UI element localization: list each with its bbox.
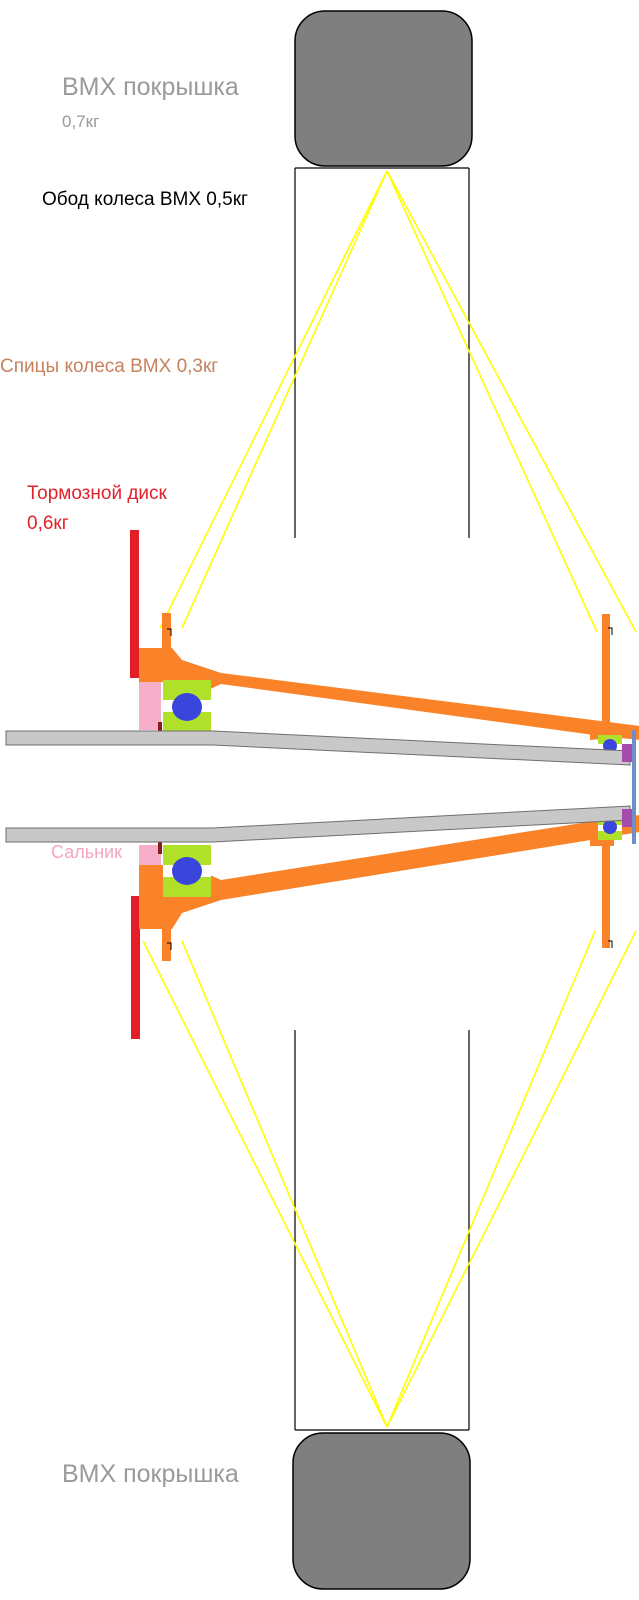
end-cap-bottom bbox=[622, 809, 632, 827]
bearing-ball bbox=[172, 857, 202, 885]
label-brake-disc-weight: 0,6кг bbox=[27, 513, 69, 534]
end-plate bbox=[632, 730, 636, 844]
tire-top bbox=[294, 10, 473, 167]
bearing-left-bottom bbox=[163, 845, 211, 897]
seal-top bbox=[139, 680, 161, 730]
label-rim: Обод колеса BMX 0,5кг bbox=[42, 189, 248, 210]
bearing-left-top bbox=[163, 680, 211, 732]
brake-disc-top bbox=[130, 530, 139, 678]
rim-top bbox=[294, 167, 470, 538]
axle-top bbox=[5, 730, 631, 766]
tire-bottom bbox=[292, 1432, 471, 1590]
label-seal: Сальник bbox=[51, 842, 122, 862]
bearing-ball bbox=[172, 693, 202, 721]
end-cap-top bbox=[622, 744, 632, 762]
hub-top bbox=[139, 613, 639, 740]
flange-marks bbox=[167, 627, 613, 950]
label-spokes: Спицы колеса BMX 0,3кг bbox=[0, 356, 219, 377]
brake-disc-bottom bbox=[131, 896, 140, 1039]
bearing-ball bbox=[603, 820, 617, 834]
spokes-bottom bbox=[142, 930, 637, 1428]
label-tire-top: BMX покрышка bbox=[62, 73, 239, 101]
label-tire-top-weight: 0,7кг bbox=[62, 112, 100, 131]
label-tire-bottom: BMX покрышка bbox=[62, 1460, 239, 1488]
rim-bottom bbox=[294, 1030, 470, 1431]
hub-right-flange-top bbox=[590, 614, 614, 749]
spokes-top bbox=[159, 170, 637, 633]
retaining-clips bbox=[158, 722, 162, 854]
label-brake-disc: Тормозной диск bbox=[27, 483, 167, 504]
hub-bottom bbox=[139, 815, 639, 961]
